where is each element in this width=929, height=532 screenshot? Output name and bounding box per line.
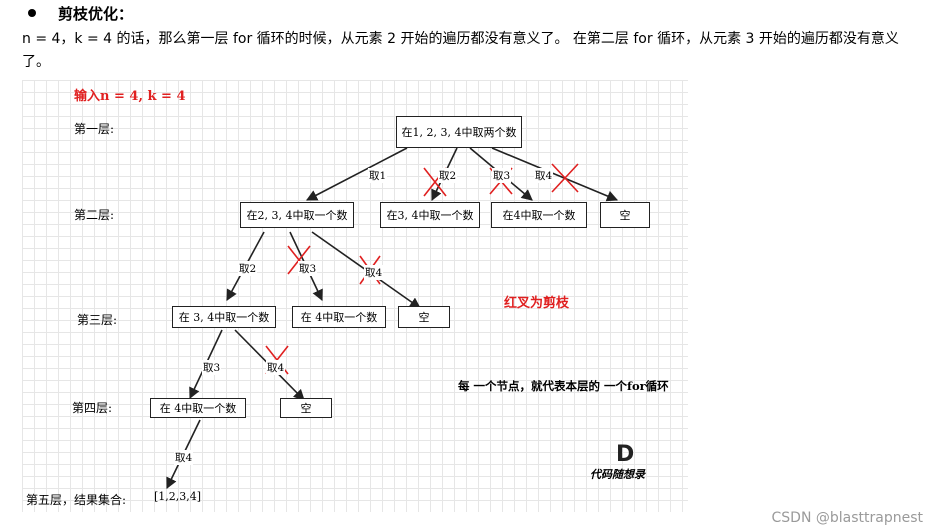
result-set: [1,2,3,4] (154, 490, 202, 503)
edge-label: 取1 (368, 168, 388, 183)
tree-node: 空 (280, 398, 332, 418)
tree-node: 在 4中取一个数 (150, 398, 246, 418)
edge-line (491, 147, 619, 202)
level-label: 第四层: (72, 401, 113, 415)
edge-label: 取3 (298, 261, 318, 276)
section-heading-text: 剪枝优化： (58, 4, 134, 23)
pruning-tree-figure: 输入n = 4, k = 4 第一层: 第二层: 第三层: 第四层: 第五层，结… (22, 80, 688, 512)
description-paragraph: n = 4，k = 4 的话，那么第一层 for 循环的时候，从元素 2 开始的… (22, 31, 899, 70)
tree-node: 在2, 3, 4中取一个数 (240, 202, 354, 228)
bullet-icon (28, 9, 36, 17)
edge-label: 取4 (174, 450, 194, 465)
tree-node: 在 3, 4中取一个数 (172, 306, 276, 328)
logo-icon: D (616, 442, 635, 467)
edge-label: 取3 (202, 360, 222, 375)
section-heading: 剪枝优化： (28, 3, 133, 23)
logo-text: 代码随想录 (590, 468, 645, 481)
watermark: CSDN @blasttrapnest (771, 510, 923, 526)
edge-label: 取4 (364, 265, 384, 280)
tree-edges (166, 147, 619, 490)
tree-node: 在4中取一个数 (491, 202, 587, 228)
level-label: 第二层: (74, 208, 115, 222)
figure-title: 输入n = 4, k = 4 (74, 89, 186, 104)
edge-label: 取2 (438, 168, 458, 183)
level-label: 第五层，结果集合: (26, 493, 127, 507)
pruning-note: 红叉为剪枝 (504, 296, 570, 311)
tree-node: 在3, 4中取一个数 (380, 202, 480, 228)
level-label: 第三层: (77, 313, 118, 327)
edge-label: 取4 (534, 168, 554, 183)
edge-label: 取2 (238, 261, 258, 276)
tree-node: 在 4中取一个数 (292, 306, 386, 328)
logo: D 代码随想录 (590, 442, 670, 482)
tree-node: 在1, 2, 3, 4中取两个数 (396, 116, 522, 148)
edge-label: 取3 (492, 168, 512, 183)
edge-label: 取4 (266, 360, 286, 375)
edge-line (306, 147, 408, 201)
tree-node: 空 (398, 306, 450, 328)
tree-node: 空 (600, 202, 650, 228)
loop-note: 每 一个节点，就代表本层的 一个for循环 (458, 379, 669, 393)
level-label: 第一层: (74, 122, 115, 136)
